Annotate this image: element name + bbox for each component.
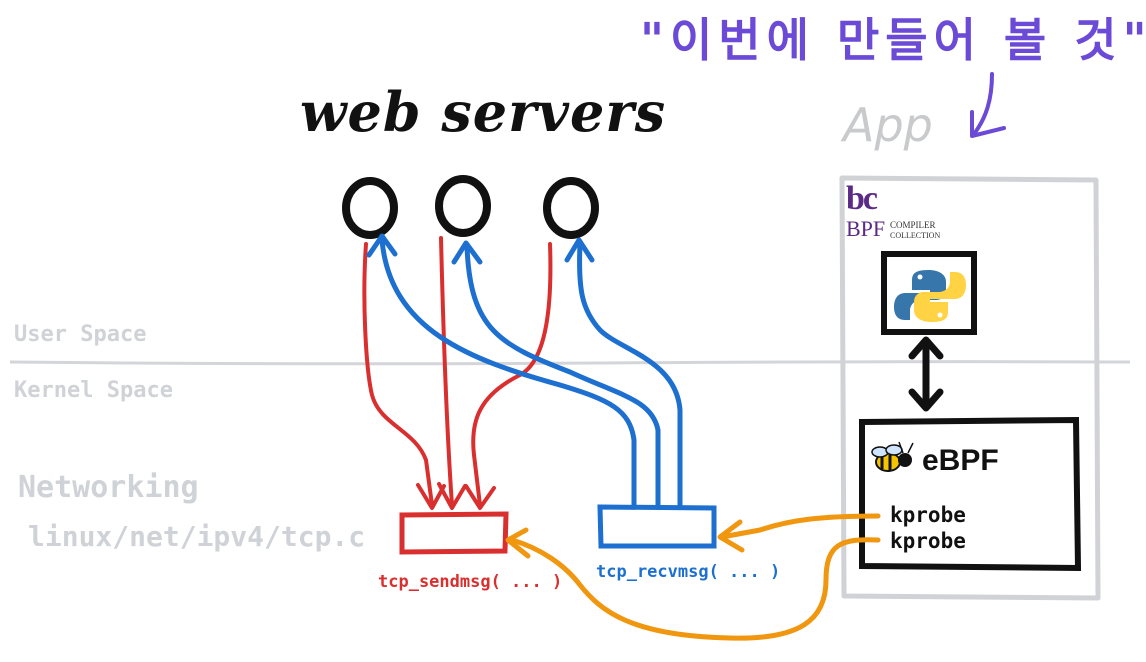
recv-function-label: tcp_recvmsg( ... ): [596, 562, 781, 582]
ebpf-label: eBPF: [922, 444, 999, 477]
recv-arrow-3: [577, 241, 683, 508]
web-servers-title: web servers: [300, 80, 667, 144]
python-icon: [894, 270, 966, 322]
send-arrow-3-head: [464, 484, 496, 510]
kprobe-arrow-recv: [719, 513, 881, 540]
kprobe-arrow-send: [509, 537, 881, 641]
link-arrow-top: [908, 336, 944, 360]
send-arrow-1: [362, 242, 434, 507]
recv-arrow-3-head: [564, 237, 595, 263]
app-container: [839, 175, 1101, 601]
recv-arrow-2: [464, 243, 661, 508]
app-label: App: [843, 98, 933, 152]
source-path: linux/net/ipv4/tcp.c: [28, 520, 366, 553]
user-space-label: User Space: [14, 322, 147, 347]
kprobe-arrow-send-head: [505, 527, 531, 559]
recv-arrow-1-head: [366, 233, 398, 258]
networking-label: Networking: [18, 470, 199, 505]
pointer-arrow: [972, 72, 994, 136]
bcc-logo-sub2: COLLECTION: [890, 231, 941, 240]
send-box: [399, 511, 509, 555]
web-server-2: [435, 175, 491, 237]
bee-icon: [871, 441, 914, 472]
page-heading: "이번에 만들어 볼 것": [640, 13, 1146, 67]
recv-arrow-2-head: [451, 240, 483, 265]
bcc-logo-letters: bc: [846, 180, 878, 217]
bcc-logo-word: BPF: [846, 216, 886, 241]
kprobe-arrow-recv-head: [717, 519, 745, 553]
send-arrow-2: [439, 236, 454, 507]
recv-arrow-1: [379, 237, 637, 508]
pointer-arrow-head: [970, 110, 1006, 138]
send-function-label: tcp_sendmsg( ... ): [378, 572, 563, 592]
send-arrow-1-head: [416, 483, 446, 510]
recv-box: [597, 504, 717, 549]
web-server-1: [342, 177, 398, 239]
bcc-logo: bc BPF COMPILER COLLECTION: [846, 180, 946, 246]
kernel-space-label: Kernel Space: [14, 378, 173, 403]
link-arrow-bottom: [908, 388, 944, 412]
web-server-3: [543, 177, 599, 239]
kprobe-label-1: kprobe: [890, 503, 966, 527]
send-arrow-3: [471, 242, 553, 507]
kprobe-label-2: kprobe: [890, 529, 966, 553]
send-arrow-2-head: [437, 482, 467, 510]
user-kernel-divider: [9, 360, 1131, 366]
bcc-logo-sub1: COMPILER: [890, 220, 936, 230]
